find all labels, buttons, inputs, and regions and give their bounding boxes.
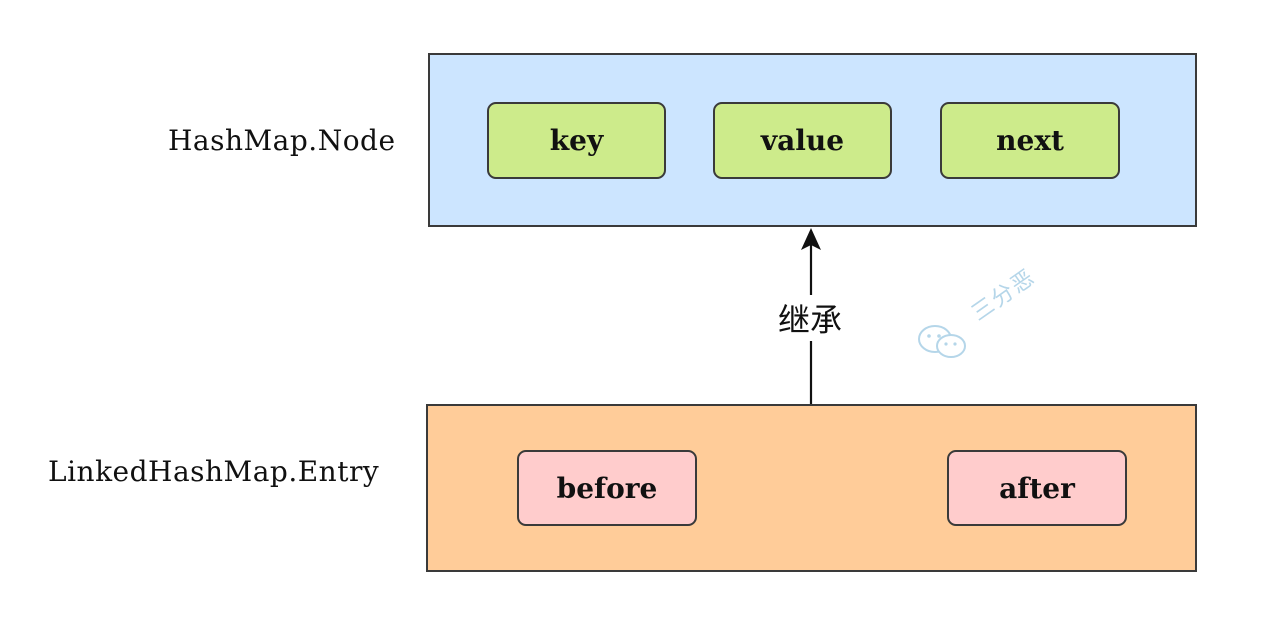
child-class-label: LinkedHashMap.Entry <box>48 455 380 488</box>
field-before: before <box>517 450 697 526</box>
inheritance-arrow-head <box>801 228 821 250</box>
field-key: key <box>487 102 666 179</box>
watermark-text: 三分恶 <box>967 264 1041 327</box>
inheritance-label: 继承 <box>776 295 845 341</box>
parent-class-label: HashMap.Node <box>168 124 396 157</box>
field-value: value <box>713 102 892 179</box>
field-next: next <box>940 102 1120 179</box>
field-after: after <box>947 450 1127 526</box>
wechat-icon <box>918 325 966 358</box>
